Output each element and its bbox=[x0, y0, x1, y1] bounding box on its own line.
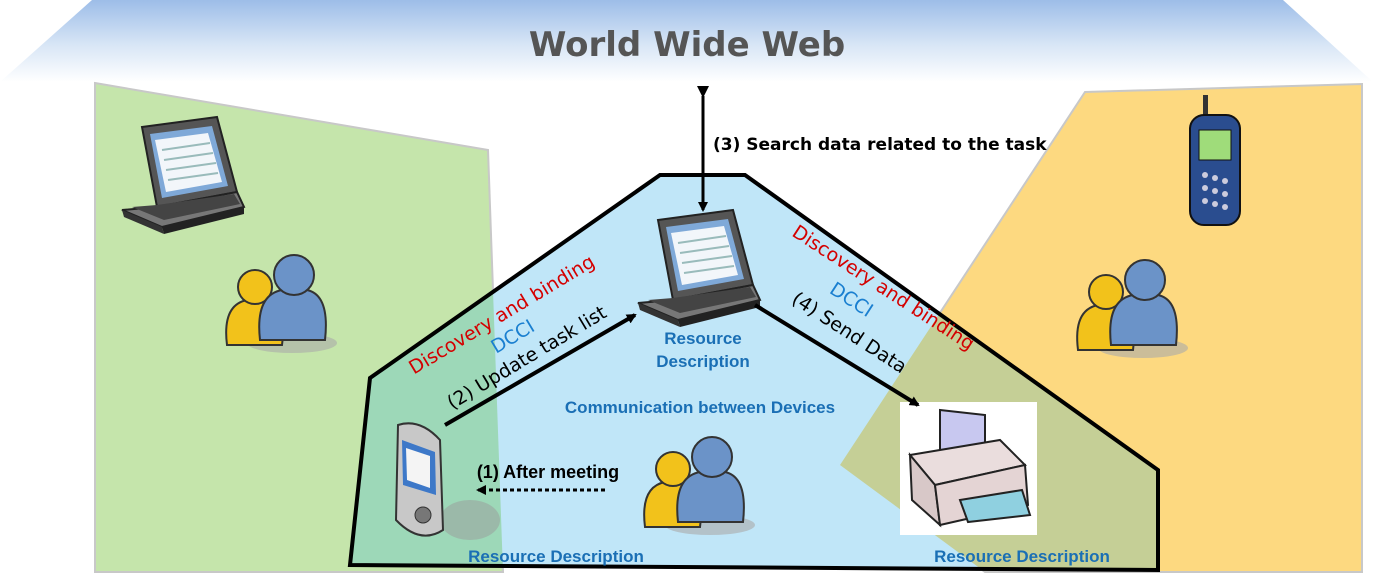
after-meeting-label: (1) After meeting bbox=[477, 462, 619, 482]
pda-icon bbox=[394, 422, 500, 540]
printer-icon bbox=[900, 402, 1037, 535]
communication-label: Communication between Devices bbox=[565, 398, 835, 417]
rd-line2: Description bbox=[656, 352, 750, 371]
pda-resource-description: Resource Description bbox=[468, 547, 644, 566]
send-arrow bbox=[753, 303, 920, 407]
search-label: (3) Search data related to the task bbox=[713, 135, 1047, 155]
web-banner bbox=[0, 0, 1373, 82]
update-arrow bbox=[443, 313, 637, 427]
page-title: World Wide Web bbox=[529, 25, 845, 65]
rd-line1: Resource bbox=[664, 329, 741, 348]
mobile-phone-icon bbox=[1189, 95, 1241, 226]
printer-resource-description: Resource Description bbox=[934, 547, 1110, 566]
